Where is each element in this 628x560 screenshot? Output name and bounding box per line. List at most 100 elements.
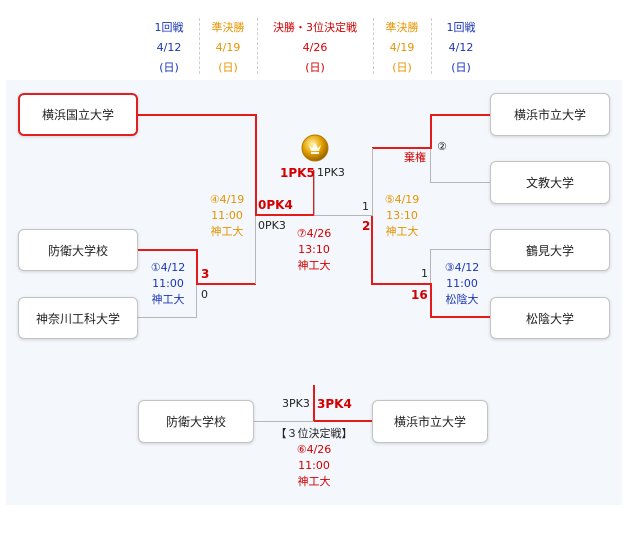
round-day: (日) [305,61,325,74]
line-third-left [254,421,314,422]
match-time: 11:00 [152,277,184,290]
line-m3-lower [430,283,432,318]
round-name: 準決勝 [211,21,245,34]
team-yokohama-kokuritsu[interactable]: 横浜国立大学 [18,93,138,136]
line-m1-winner-overlay [138,249,197,251]
match1-score-top: 3 [201,267,210,281]
team-name: 防衛大学校 [165,415,226,429]
team-name: 神奈川工科大学 [35,311,120,326]
line-m1-winner-down [196,249,198,284]
match-time: 11:00 [446,277,478,290]
line-m2-vertical [430,114,432,149]
team-name: 防衛大学校 [47,243,108,258]
match5-info: ⑤4/19 13:10 神工大 [373,192,431,240]
line-m3-upper [430,249,431,284]
match-number: ⑥4/26 [296,443,332,456]
line-kokuritsu-out [138,114,256,116]
match-venue: 神工大 [385,225,419,238]
line-kanagawa-out [138,317,197,318]
match-number: ①4/12 [150,261,186,274]
match-time: 13:10 [386,209,418,222]
line-m2-lower [430,148,431,183]
round-date: 4/26 [302,41,328,54]
match-number: ④4/19 [209,193,245,206]
match3-score-bottom: 16 [411,288,428,302]
team-boei[interactable]: 防衛大学校 [18,229,138,271]
header-divider [373,18,374,74]
line-m5-top-left [314,215,373,216]
team-name: 横浜市立大学 [393,415,466,429]
match-time: 11:00 [298,459,330,472]
header-final: 決勝・3位決定戦 4/26 (日) [258,18,372,78]
match-venue: 松陰大 [445,293,479,306]
team-tsurumi[interactable]: 鶴見大学 [490,229,610,271]
match4-score-bottom: 0PK3 [258,219,286,232]
match-number: ⑦4/26 [296,227,332,240]
team-shoin[interactable]: 松陰大学 [490,297,610,339]
team-name: 文教大学 [525,176,574,190]
header-divider [431,18,432,74]
round-name: 1回戦 [446,21,476,34]
match-venue: 神工大 [297,259,331,272]
match1-info: ①4/12 11:00 神工大 [140,260,196,308]
team-third-left[interactable]: 防衛大学校 [138,400,254,443]
team-third-right[interactable]: 横浜市立大学 [372,400,488,443]
third-info: ⑥4/26 11:00 神工大 [282,442,346,490]
line-m5-upper [372,148,373,216]
round-day: (日) [218,61,238,74]
third-title: 【３位決定戦】 [275,427,353,440]
team-name: 横浜国立大学 [41,108,114,122]
round-day: (日) [159,61,179,74]
line-kokuritsu-down [255,114,257,216]
final-score-right: 1PK3 [317,166,345,179]
header-semifinal-right: 準決勝 4/19 (日) [374,18,430,78]
header-semifinal-left: 準決勝 4/19 (日) [200,18,256,78]
line-m3-winner-left [372,283,432,285]
header-round1-right: 1回戦 4/12 (日) [432,18,490,78]
match4-info: ④4/19 11:00 神工大 [198,192,256,240]
final-score-left: 1PK5 [280,166,315,180]
line-m2-winner-left [372,147,432,149]
round-name: 準決勝 [385,21,419,34]
round-date: 4/19 [215,41,241,54]
match5-score-top: 1 [362,200,369,213]
match1-score-bottom: 0 [201,288,208,301]
line-bunkyo-out [430,182,490,183]
line-m5-lower [371,216,373,285]
round-day: (日) [392,61,412,74]
line-m4-winner-right [255,214,315,216]
match2-forfeit: 棄権 [404,151,426,164]
header-round1-left: 1回戦 4/12 (日) [140,18,198,78]
team-kanagawa-koka[interactable]: 神奈川工科大学 [18,297,138,339]
team-name: 横浜市立大学 [513,108,586,122]
match5-score-bottom: 2 [362,219,371,233]
line-m1-up [255,216,256,284]
line-final-right-up [314,170,315,216]
round-name: 決勝・3位決定戦 [273,21,357,34]
match-number: ⑤4/19 [384,193,420,206]
round-date: 4/12 [448,41,474,54]
team-bunkyo[interactable]: 文教大学 [490,161,610,204]
round-date: 4/12 [156,41,182,54]
round-name: 1回戦 [154,21,184,34]
final-info: ⑦4/26 13:10 神工大 [282,226,346,274]
team-yokohama-shiritsu[interactable]: 横浜市立大学 [490,93,610,136]
third-score-left: 3PK3 [282,397,310,410]
match3-score-top: 1 [421,267,428,280]
third-score-right: 3PK4 [317,397,352,411]
round-day: (日) [451,61,471,74]
header-divider [199,18,200,74]
round-date: 4/19 [389,41,415,54]
team-name: 松陰大学 [525,311,574,326]
header-divider [257,18,258,74]
match4-score-top: 0PK4 [258,198,293,212]
match-time: 11:00 [211,209,243,222]
line-shiritsu-out [430,114,490,116]
line-third-vertical [313,385,315,422]
line-m1-winner-right [196,283,256,285]
match-time: 13:10 [298,243,330,256]
match-venue: 神工大 [210,225,244,238]
line-tsurumi-out [430,249,490,250]
match3-info: ③4/12 11:00 松陰大 [434,260,490,308]
match-number: ③4/12 [444,261,480,274]
